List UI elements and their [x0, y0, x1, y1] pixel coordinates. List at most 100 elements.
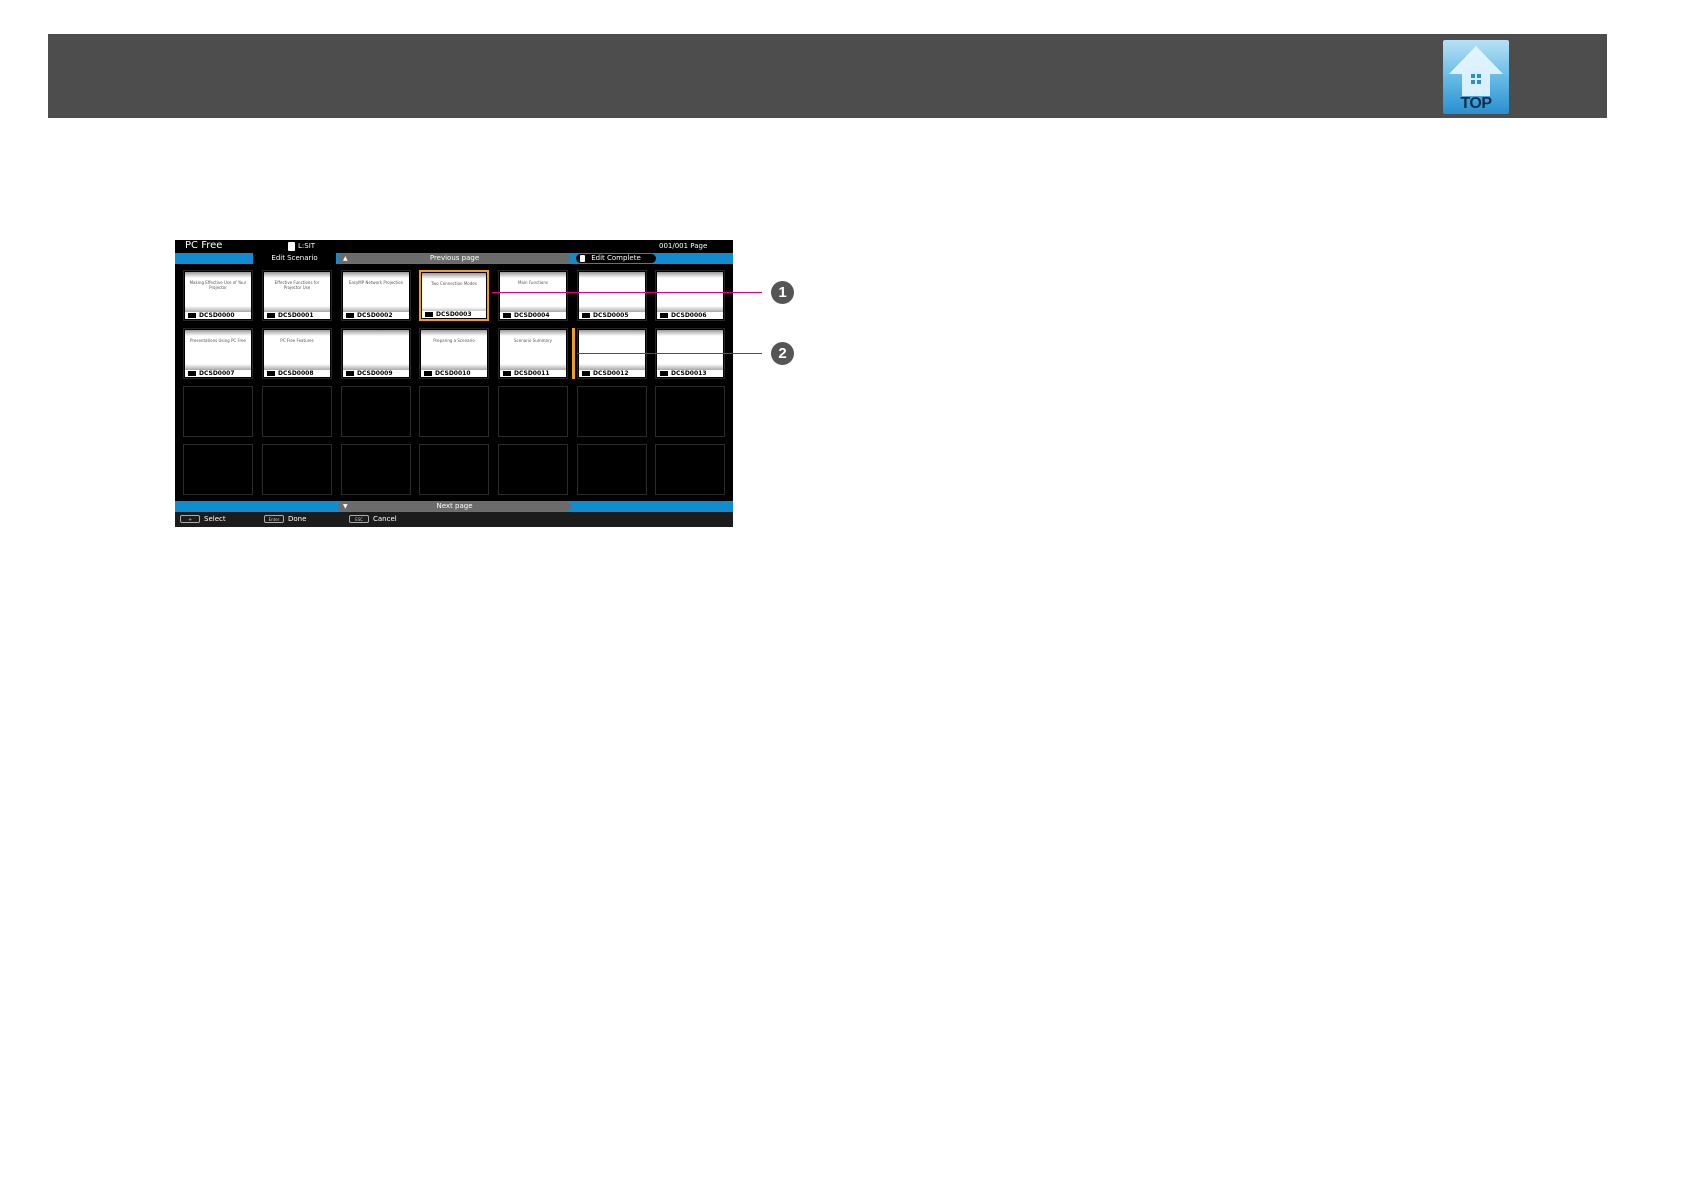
- slide-preview: [579, 330, 645, 372]
- callout-line-2: [577, 353, 762, 354]
- title-bar: PC Free L:SIT 001/001 Page: [175, 240, 733, 253]
- slide-title: [660, 338, 720, 362]
- image-file-icon: [188, 313, 196, 318]
- empty-thumbnail-slot[interactable]: [577, 386, 647, 437]
- top-button[interactable]: TOP: [1443, 40, 1509, 114]
- thumbnail-caption: DCSD0010: [421, 370, 487, 377]
- slide-title: Presentations Using PC Free: [190, 338, 246, 343]
- slide-title: [582, 338, 642, 362]
- empty-thumbnail-slot[interactable]: [419, 386, 489, 437]
- image-file-icon: [424, 371, 432, 376]
- slide-preview: Scenario Summary: [500, 330, 566, 372]
- empty-thumbnail-slot[interactable]: [183, 444, 253, 495]
- guide-select-label: Select: [204, 515, 226, 523]
- previous-page-button[interactable]: ▲ Previous page: [338, 254, 571, 263]
- insertion-marker: [572, 328, 575, 379]
- empty-thumbnail-slot[interactable]: [498, 444, 568, 495]
- empty-thumbnail-slot[interactable]: [341, 386, 411, 437]
- slide-preview: Making Effective Use of Your Projector: [185, 272, 251, 314]
- thumbnail-caption: DCSD0005: [579, 312, 645, 319]
- thumbnail-filename: DCSD0003: [436, 311, 472, 318]
- empty-thumbnail-slot[interactable]: [498, 386, 568, 437]
- slide-preview: Presentations Using PC Free: [185, 330, 251, 372]
- thumbnail-filename: DCSD0002: [357, 312, 393, 319]
- image-file-icon: [346, 313, 354, 318]
- callout-line-1: [492, 292, 762, 293]
- thumbnail-caption: DCSD0002: [343, 312, 409, 319]
- esc-key-icon: ESC: [349, 515, 369, 523]
- bottom-nav-bar: ▼ Next page: [175, 501, 733, 512]
- image-file-icon: [582, 313, 590, 318]
- page-count: 001/001 Page: [659, 242, 708, 250]
- thumbnail-filename: DCSD0005: [593, 312, 629, 319]
- slide-preview: PC Free Features: [264, 330, 330, 372]
- image-file-icon: [503, 313, 511, 318]
- thumbnail-filename: DCSD0011: [514, 370, 550, 377]
- empty-thumbnail-slot[interactable]: [262, 444, 332, 495]
- image-file-icon: [425, 312, 433, 317]
- empty-thumbnail-slot[interactable]: [577, 444, 647, 495]
- file-name: L:SIT: [298, 242, 316, 250]
- tab-edit-scenario[interactable]: Edit Scenario: [253, 252, 336, 264]
- thumbnail-caption: DCSD0000: [185, 312, 251, 319]
- top-button-label: TOP: [1460, 95, 1492, 112]
- callout-1: 1: [771, 281, 794, 304]
- edit-complete-button[interactable]: Edit Complete: [576, 254, 656, 263]
- button-guide-bar: ✛ Select Enter Done ESC Cancel: [175, 512, 733, 527]
- slide-thumbnail[interactable]: DCSD0005: [577, 270, 647, 321]
- slide-title: Making Effective Use of Your Projector: [189, 280, 247, 290]
- thumbnail-filename: DCSD0009: [357, 370, 393, 377]
- empty-thumbnail-slot[interactable]: [419, 444, 489, 495]
- thumbnail-filename: DCSD0007: [199, 370, 235, 377]
- empty-thumbnail-slot[interactable]: [262, 386, 332, 437]
- thumbnail-caption: DCSD0009: [343, 370, 409, 377]
- slide-preview: [343, 330, 409, 372]
- app-title: PC Free: [185, 240, 223, 251]
- thumbnail-caption: DCSD0007: [185, 370, 251, 377]
- thumbnail-caption: DCSD0004: [500, 312, 566, 319]
- thumbnail-filename: DCSD0000: [199, 312, 235, 319]
- guide-cancel-label: Cancel: [373, 515, 397, 523]
- enter-key-icon: Enter: [264, 515, 284, 523]
- previous-page-label: Previous page: [429, 254, 480, 262]
- next-page-button[interactable]: ▼ Next page: [338, 502, 571, 511]
- slide-thumbnail[interactable]: DCSD0006: [655, 270, 725, 321]
- image-file-icon: [346, 371, 354, 376]
- slide-preview: [657, 272, 723, 314]
- slide-title: Two Connection Modes: [431, 281, 477, 286]
- thumbnail-caption: DCSD0001: [264, 312, 330, 319]
- empty-thumbnail-slot[interactable]: [655, 386, 725, 437]
- arrow-down-icon: ▼: [343, 503, 348, 510]
- thumbnail-caption: DCSD0011: [500, 370, 566, 377]
- slide-preview: Two Connection Modes: [422, 273, 486, 315]
- slide-preview: Effective Functions for Projector Use: [264, 272, 330, 314]
- slide-preview: EasyMP Network Projection: [343, 272, 409, 314]
- slide-title: Preparing a Scenario: [433, 338, 475, 343]
- house-icon: [1449, 46, 1503, 96]
- empty-thumbnail-slot[interactable]: [183, 386, 253, 437]
- image-file-icon: [660, 371, 668, 376]
- edit-complete-label: Edit Complete: [591, 254, 641, 262]
- slide-preview: Preparing a Scenario: [421, 330, 487, 372]
- slide-title: Main Functions: [518, 280, 548, 285]
- slide-title: EasyMP Network Projection: [348, 280, 404, 285]
- slide-thumbnail[interactable]: DCSD0009: [341, 328, 411, 379]
- empty-thumbnail-slot[interactable]: [655, 444, 725, 495]
- document-header-band: [48, 34, 1607, 118]
- slide-title: PC Free Features: [280, 338, 314, 343]
- thumbnail-caption: DCSD0003: [422, 311, 486, 318]
- thumbnail-caption: DCSD0006: [657, 312, 723, 319]
- image-file-icon: [188, 371, 196, 376]
- guide-done-label: Done: [288, 515, 307, 523]
- empty-thumbnail-slot[interactable]: [341, 444, 411, 495]
